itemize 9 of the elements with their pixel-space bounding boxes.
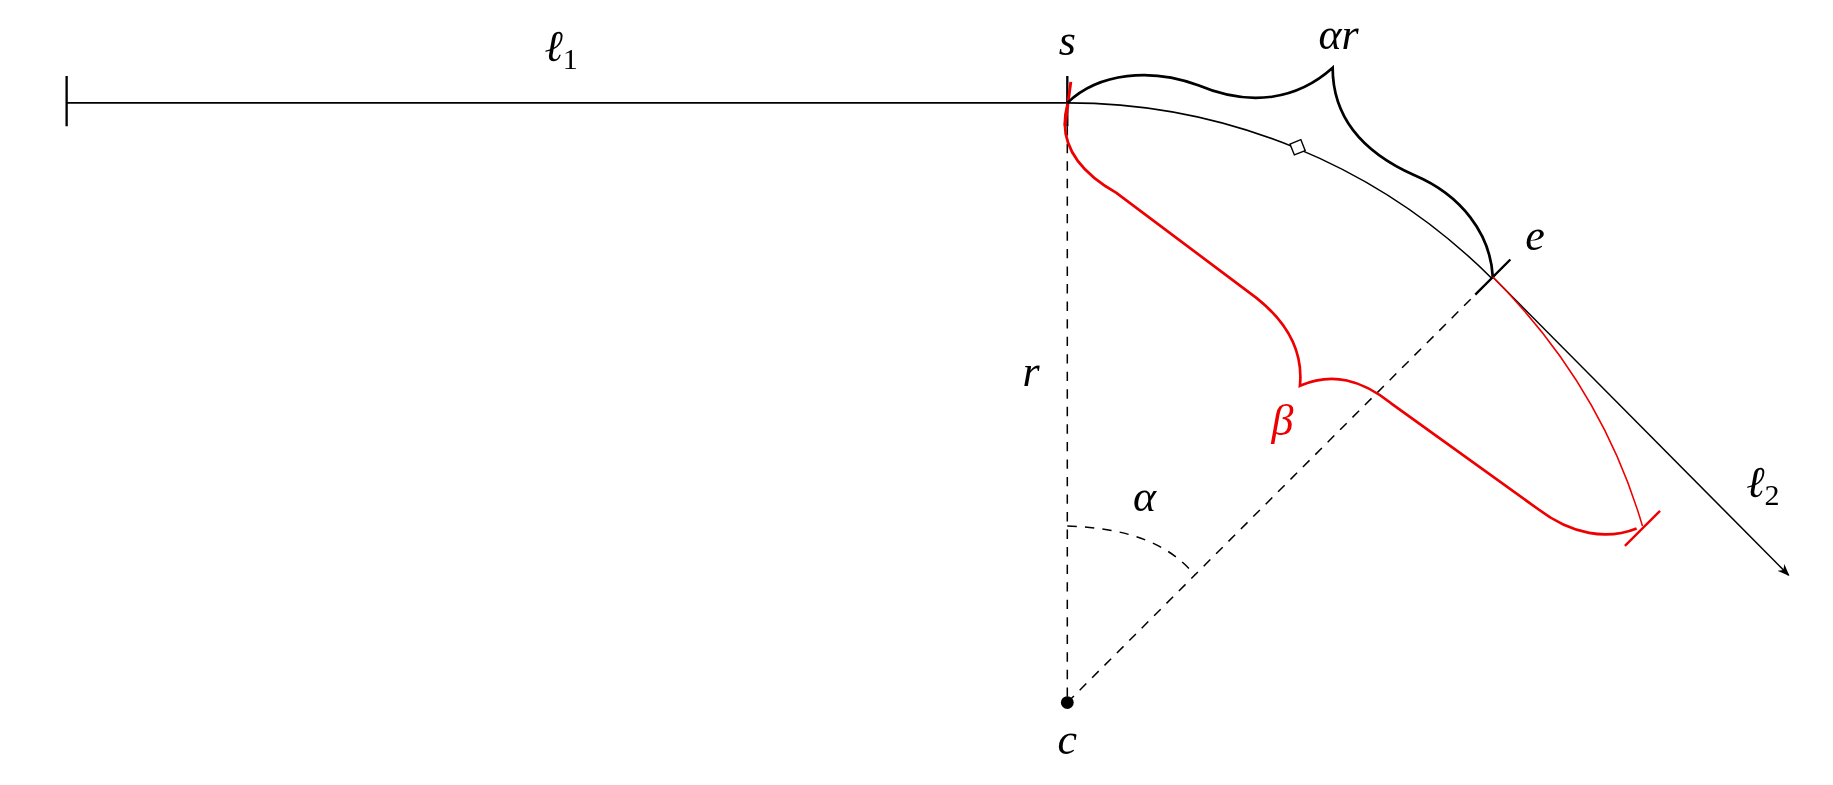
point-label: e	[1525, 214, 1545, 259]
angle-label: α	[1132, 474, 1156, 519]
label: ℓ$_{2}$	[1746, 460, 1780, 510]
label: αr	[1318, 13, 1359, 58]
point-label: c	[1057, 717, 1078, 762]
point-label: s	[1058, 18, 1076, 63]
angle-label: β	[1271, 398, 1294, 443]
label: ℓ$_{1}$	[544, 24, 578, 74]
label: r	[1022, 349, 1040, 394]
